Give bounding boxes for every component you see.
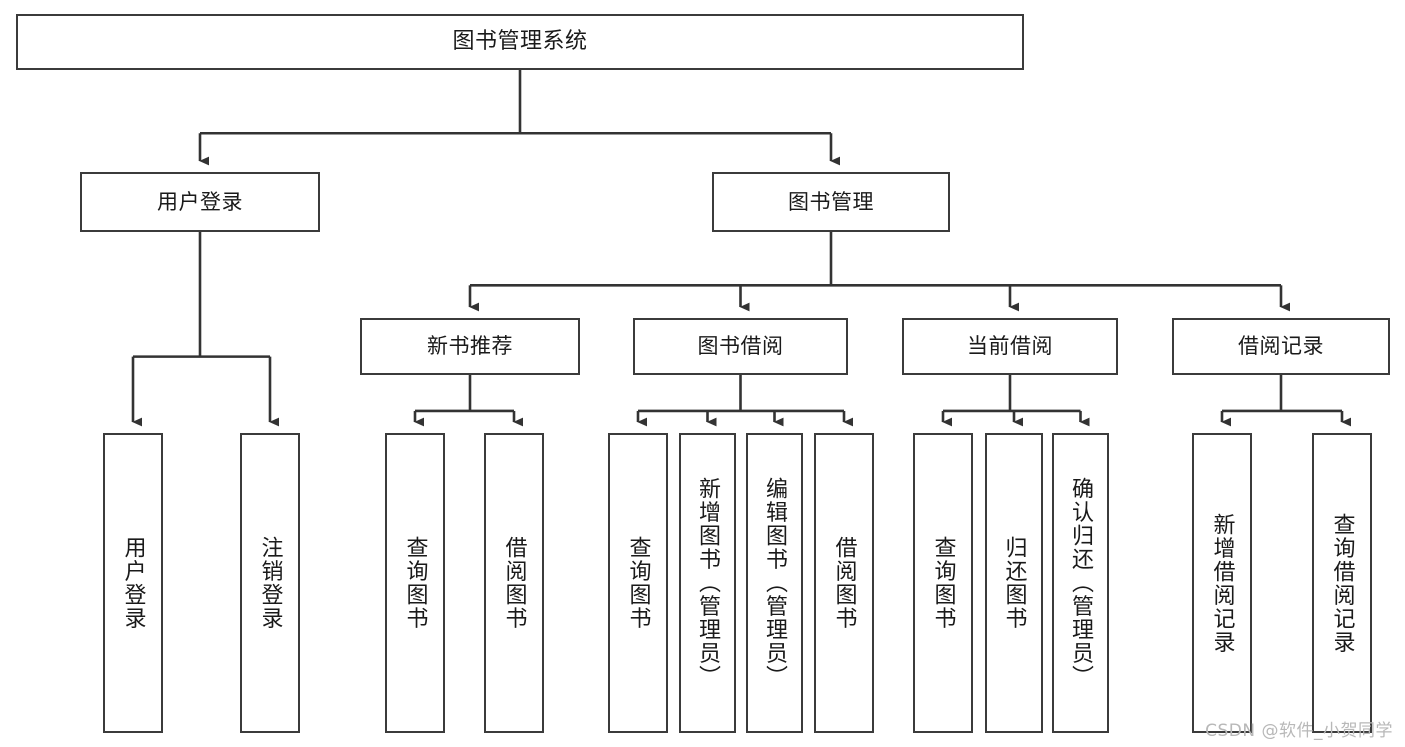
node-label: 确认归还（管理员） xyxy=(1068,477,1094,689)
node-label: 新书推荐 xyxy=(427,334,513,359)
node-leaf-confirm-return-admin[interactable]: 确认归还（管理员） xyxy=(1052,433,1109,733)
node-label: 图书管理系统 xyxy=(452,29,588,55)
node-label: 新增图书（管理员） xyxy=(695,477,721,689)
watermark: CSDN @软件_小贺同学 xyxy=(1205,721,1393,741)
node-new-book-recommendation[interactable]: 新书推荐 xyxy=(360,318,580,375)
node-leaf-add-book-admin[interactable]: 新增图书（管理员） xyxy=(679,433,736,733)
node-leaf-add-borrowing-record[interactable]: 新增借阅记录 xyxy=(1192,433,1252,733)
node-label: 当前借阅 xyxy=(967,334,1053,359)
node-leaf-query-book-borrowing[interactable]: 查询图书 xyxy=(608,433,668,733)
node-label: 图书管理 xyxy=(788,189,874,214)
node-label: 借阅图书 xyxy=(831,536,857,630)
node-label: 查询图书 xyxy=(625,536,651,630)
node-leaf-user-login[interactable]: 用户登录 xyxy=(103,433,163,733)
node-label: 新增借阅记录 xyxy=(1209,512,1235,654)
node-current-borrowing[interactable]: 当前借阅 xyxy=(902,318,1118,375)
node-book-management[interactable]: 图书管理 xyxy=(712,172,950,232)
node-borrowing-record[interactable]: 借阅记录 xyxy=(1172,318,1390,375)
node-leaf-return-book[interactable]: 归还图书 xyxy=(985,433,1043,733)
node-leaf-query-book-current[interactable]: 查询图书 xyxy=(913,433,973,733)
node-leaf-edit-book-admin[interactable]: 编辑图书（管理员） xyxy=(746,433,803,733)
node-label: 借阅图书 xyxy=(501,536,527,630)
node-label: 注销登录 xyxy=(257,536,283,630)
node-label: 借阅记录 xyxy=(1238,334,1324,359)
node-label: 图书借阅 xyxy=(697,334,784,359)
node-leaf-logout[interactable]: 注销登录 xyxy=(240,433,300,733)
node-root-library-management-system[interactable]: 图书管理系统 xyxy=(16,14,1024,70)
node-label: 查询图书 xyxy=(402,536,428,630)
node-label: 用户登录 xyxy=(157,189,243,214)
node-label: 查询借阅记录 xyxy=(1329,512,1355,654)
node-label: 用户登录 xyxy=(120,536,146,630)
node-leaf-borrow-book[interactable]: 借阅图书 xyxy=(814,433,874,733)
node-label: 归还图书 xyxy=(1001,536,1027,630)
node-book-borrowing[interactable]: 图书借阅 xyxy=(633,318,848,375)
node-label: 查询图书 xyxy=(930,536,956,630)
node-user-login[interactable]: 用户登录 xyxy=(80,172,320,232)
node-label: 编辑图书（管理员） xyxy=(762,477,788,689)
node-leaf-query-book-recommendation[interactable]: 查询图书 xyxy=(385,433,445,733)
node-leaf-borrow-book-recommendation[interactable]: 借阅图书 xyxy=(484,433,544,733)
node-leaf-query-borrowing-record[interactable]: 查询借阅记录 xyxy=(1312,433,1372,733)
